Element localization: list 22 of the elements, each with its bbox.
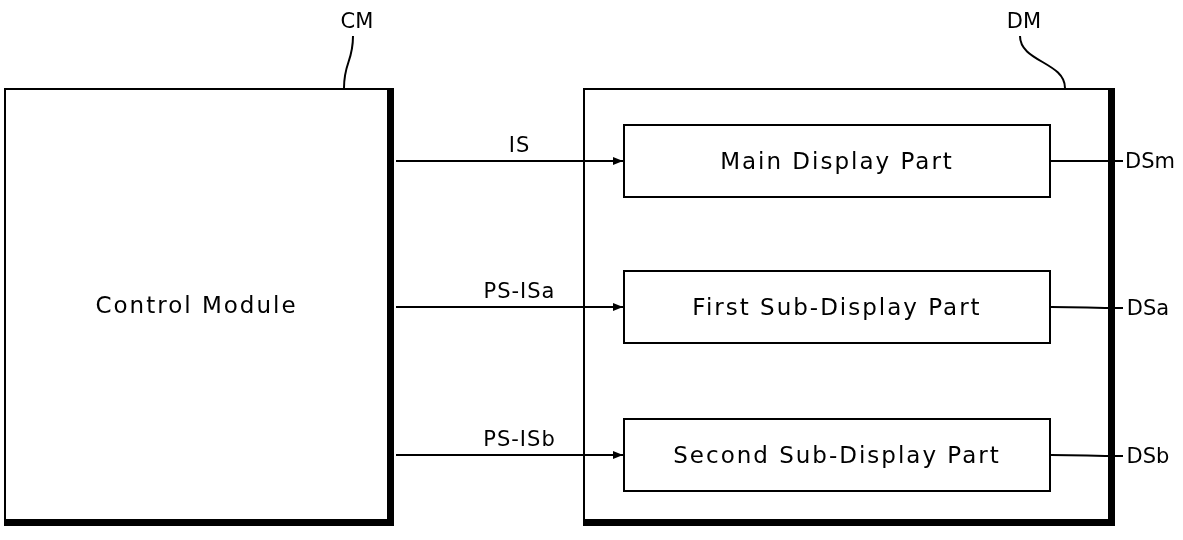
- reference-label: DSa: [1123, 293, 1173, 323]
- box-label: First Sub-Display Part: [691, 294, 983, 320]
- leader-line: [343, 35, 354, 89]
- leader-line: [1019, 35, 1066, 89]
- leader-line: [1050, 454, 1124, 457]
- reference-label: DSm: [1123, 146, 1177, 176]
- arrow: [395, 451, 624, 459]
- reference-label: DM: [1003, 6, 1045, 36]
- reference-label: CM: [337, 6, 377, 36]
- arrow: [395, 303, 624, 311]
- display-part-box: [623, 270, 1051, 344]
- arrow: [395, 157, 624, 165]
- box-label: Second Sub-Display Part: [672, 442, 1002, 468]
- display-part-box: [623, 418, 1051, 492]
- leader-line: [1050, 160, 1124, 162]
- box-label: Control Module: [94, 291, 299, 318]
- reference-label: DSb: [1123, 441, 1173, 471]
- display-part-box: [623, 124, 1051, 198]
- leader-line: [1050, 306, 1124, 309]
- box-label: Main Display Part: [719, 148, 955, 174]
- module-box: [583, 88, 1115, 526]
- module-box: [4, 88, 394, 526]
